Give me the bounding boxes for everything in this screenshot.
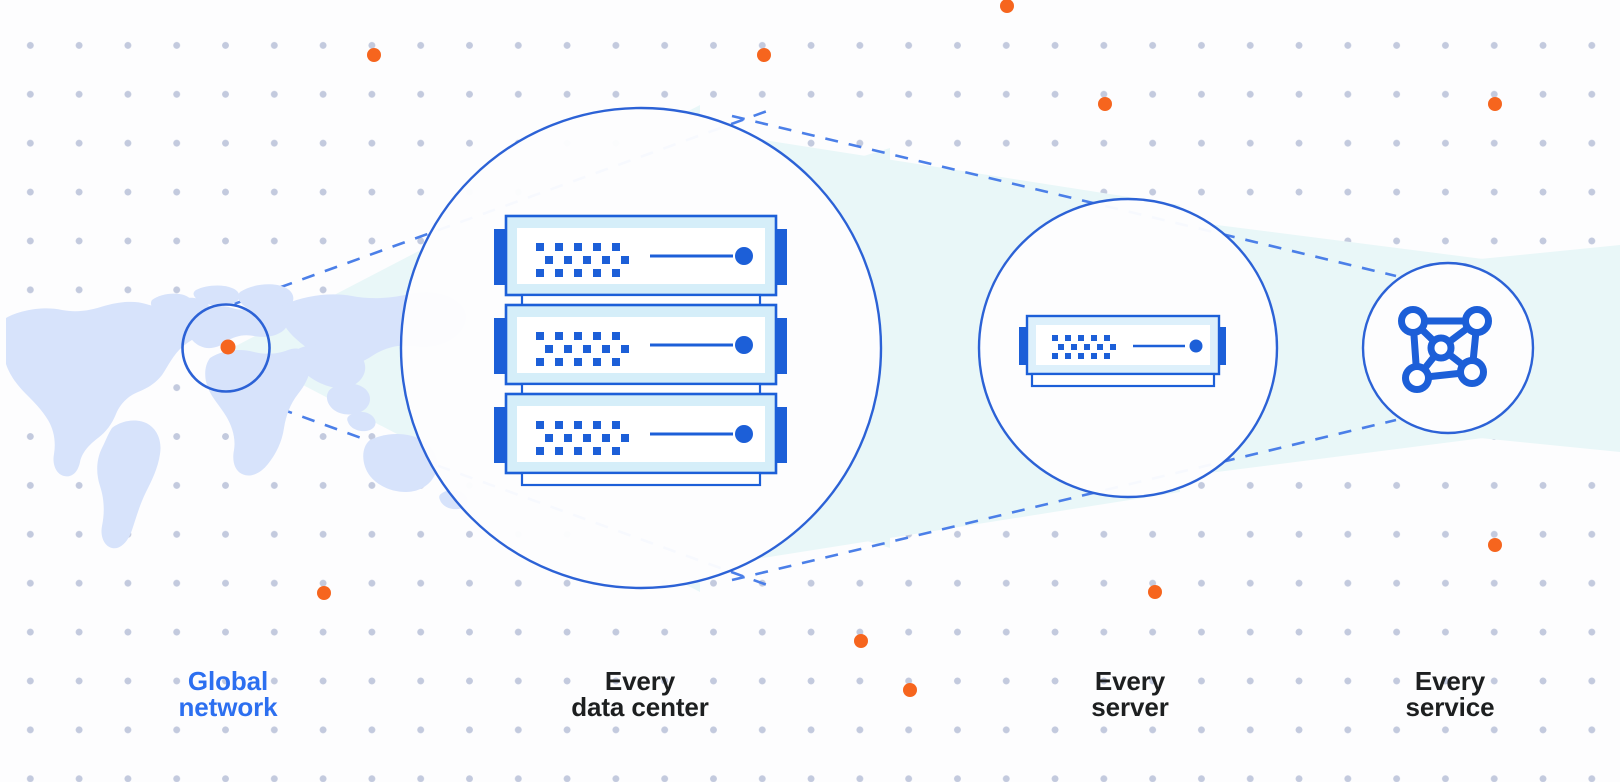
stage-label-every-server: Every server bbox=[1091, 666, 1169, 722]
stage-label-every-service: Every service bbox=[1405, 666, 1495, 722]
accent-dot bbox=[317, 586, 331, 600]
single-server-icon bbox=[1019, 314, 1226, 388]
accent-dot bbox=[1488, 538, 1502, 552]
network-topology-icon bbox=[1398, 306, 1492, 393]
region-highlight-circle bbox=[181, 303, 271, 393]
rack-unit bbox=[494, 303, 787, 398]
accent-dot bbox=[854, 634, 868, 648]
accent-dot bbox=[1148, 585, 1162, 599]
accent-dot bbox=[1000, 0, 1014, 13]
rack-unit bbox=[494, 392, 787, 487]
accent-dot bbox=[1488, 97, 1502, 111]
stage-label-every-data-center: Every data center bbox=[571, 666, 709, 722]
accent-dot bbox=[903, 683, 917, 697]
accent-dot bbox=[367, 48, 381, 62]
accent-dot bbox=[1098, 97, 1112, 111]
map-location-dot bbox=[220, 339, 236, 355]
rack-unit bbox=[494, 214, 787, 309]
stage-label-global-network: Global network bbox=[178, 666, 278, 722]
server-rack-icon bbox=[494, 214, 787, 487]
accent-dot bbox=[757, 48, 771, 62]
